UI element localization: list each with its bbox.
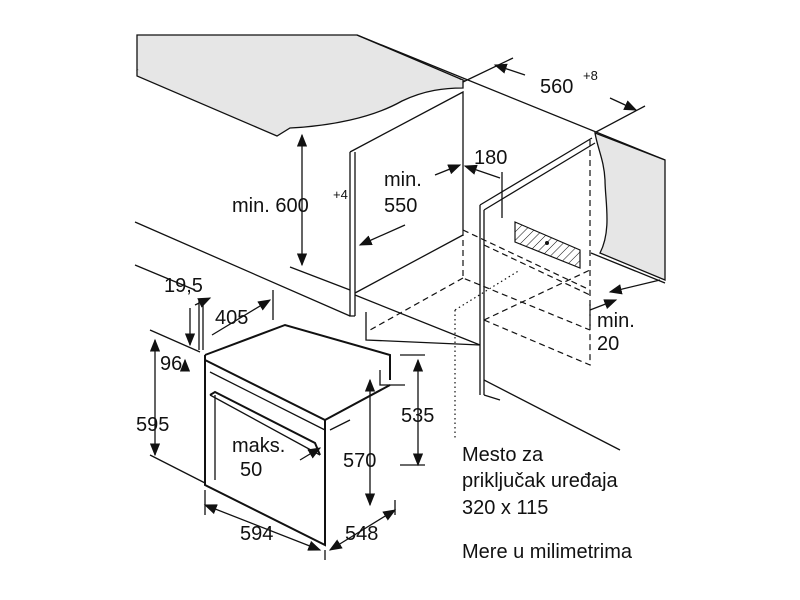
oven-depth-label: 548: [345, 523, 378, 545]
niche-outline: [369, 229, 591, 440]
connection-area: [514, 221, 581, 269]
countertop: [136, 34, 666, 161]
inner-height-535-label: 535: [401, 405, 434, 427]
min-depth-label-line1: min.: [384, 169, 422, 191]
countertop-right: [589, 131, 666, 330]
niche-height-label: min. 600: [232, 195, 309, 217]
dimension-lines: [149, 57, 661, 560]
units-note: Mere u milimetrima: [462, 541, 633, 563]
oven-height-label: 595: [136, 414, 169, 436]
cabinet-right-panel: [479, 137, 621, 451]
panel-offset-label: 19,5: [164, 275, 203, 297]
door-gap-label-line1: maks.: [232, 435, 285, 457]
connection-label-line2: priključak uređaja: [462, 470, 619, 492]
back-gap-label-line1: min.: [597, 310, 635, 332]
back-gap-label-line2: 20: [597, 333, 619, 355]
vent-gap-label: 180: [474, 147, 507, 169]
top-depth-label: 405: [215, 307, 248, 329]
inner-height-570-label: 570: [343, 450, 376, 472]
niche-width-label: 560: [540, 76, 573, 98]
connection-label-line1: Mesto za: [462, 444, 544, 466]
niche-width-tolerance: +8: [583, 68, 598, 83]
min-depth-label-line2: 550: [384, 195, 417, 217]
connection-label-line3: 320 x 115: [462, 497, 548, 519]
door-gap-label-line2: 50: [240, 459, 262, 481]
cabinet-left-panel: [134, 90, 481, 346]
oven-width-label: 594: [240, 523, 273, 545]
niche-height-tolerance: +4: [333, 187, 348, 202]
top-height-label: 96: [160, 353, 182, 375]
